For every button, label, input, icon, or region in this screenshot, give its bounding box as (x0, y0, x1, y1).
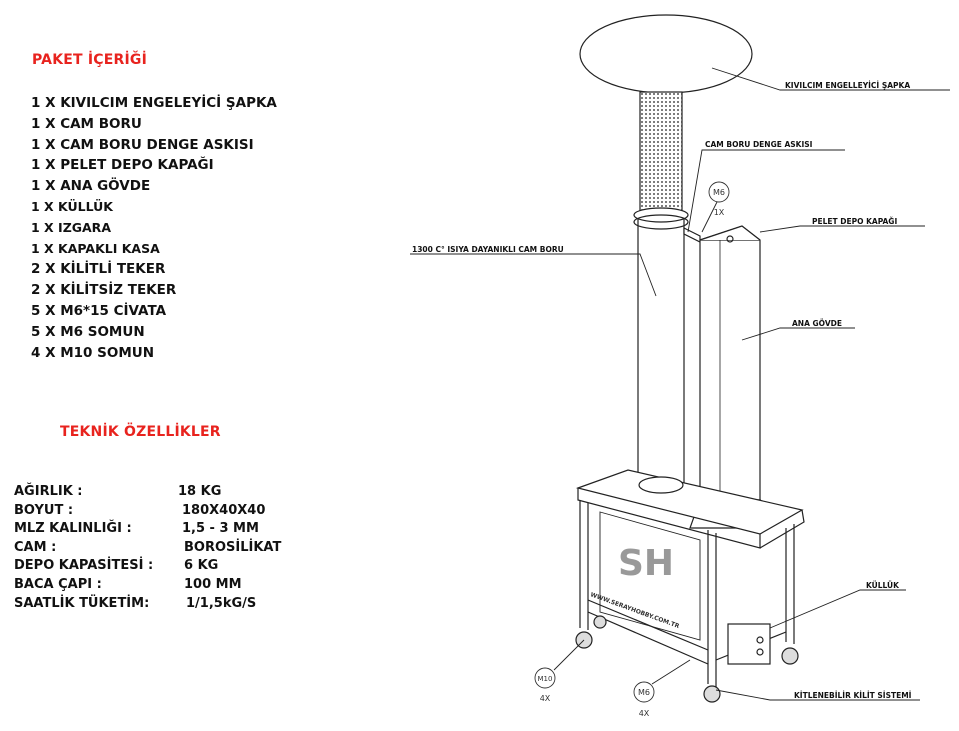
m6-bottom-qty: 4X (639, 709, 650, 718)
spec-value: 6 KG (184, 558, 219, 574)
spark-arrestor-cap (579, 14, 753, 94)
wheel (593, 615, 607, 629)
m10-label: M10 (538, 675, 553, 683)
package-item: 1 X PELET DEPO KAPAĞI (31, 157, 214, 174)
package-item: 1 X KAPAKLI KASA (31, 240, 160, 256)
spark-mesh (639, 91, 683, 213)
specs-heading: TEKNİK ÖZELLİKLER (60, 424, 221, 440)
spec-value: 180X40X40 (182, 502, 266, 518)
label-lock-system: KİTLENEBİLİR KİLİT SİSTEMİ (794, 691, 912, 700)
m6-top-label: M6 (713, 188, 725, 197)
m10-qty: 4X (540, 694, 551, 703)
label-hopper-lid: PELET DEPO KAPAĞI (812, 217, 897, 226)
spec-key: DEPO KAPASİTESİ : (14, 558, 154, 574)
stove-technical-drawing: SH WWW.SERAYHOBBY.COM.TR M6 1X M10 4X M6… (410, 14, 950, 718)
ash-tray (727, 623, 771, 665)
package-item: 1 X KÜLLÜK (31, 198, 113, 214)
spec-value: 18 KG (178, 484, 222, 499)
package-item: 5 X M6*15 CİVATA (31, 302, 167, 319)
package-item: 5 X M6 SOMUN (31, 323, 145, 340)
label-main-body: ANA GÖVDE (792, 319, 842, 328)
spec-key: MLZ KALINLIĞI : (14, 521, 132, 537)
package-item: 4 X M10 SOMUN (31, 344, 155, 361)
package-item: 1 X IZGARA (31, 219, 111, 235)
package-item: 2 X KİLİTLİ TEKER (31, 261, 166, 278)
package-item: 1 X CAM BORU DENGE ASKISI (31, 136, 254, 153)
wheel (703, 685, 721, 703)
spec-key: BACA ÇAPI : (14, 576, 102, 592)
label-glass-pipe: 1300 C° ISIYA DAYANIKLI CAM BORU (412, 245, 564, 254)
package-list: 1 X KIVILCIM ENGELEYİCİ ŞAPKA 1 X CAM BO… (31, 93, 277, 363)
main-body (699, 225, 761, 501)
package-item: 2 X KİLİTSİZ TEKER (31, 282, 177, 299)
m6-bottom-bubble (633, 681, 655, 703)
spec-key: AĞIRLIK : (14, 484, 83, 499)
package-item: 1 X CAM BORU (31, 115, 142, 132)
m6-bottom-label: M6 (638, 688, 650, 697)
spec-key: BOYUT : (14, 502, 74, 518)
label-ash-tray: KÜLLÜK (866, 581, 900, 590)
spec-value: 1,5 - 3 MM (182, 521, 259, 537)
package-heading: PAKET İÇERİĞİ (32, 52, 147, 68)
wheel (781, 647, 799, 665)
spec-value: 1/1,5kG/S (186, 595, 257, 611)
info-panel: PAKET İÇERİĞİ 1 X KIVILCIM ENGELEYİCİ ŞA… (0, 0, 390, 731)
spec-key: CAM : (14, 539, 57, 555)
spec-value: 100 MM (184, 576, 242, 592)
glass-pipe (637, 211, 685, 489)
brand-logo: SH (618, 543, 674, 584)
m6-top-qty: 1X (714, 208, 725, 217)
spec-key: SAATLİK TÜKETİM: (14, 595, 150, 611)
m6-top-bubble (708, 181, 730, 203)
package-item: 1 X KIVILCIM ENGELEYİCİ ŞAPKA (31, 95, 277, 111)
table-top (575, 469, 804, 535)
spec-value: BOROSİLİKAT (184, 539, 282, 555)
package-item: 1 X ANA GÖVDE (31, 178, 151, 195)
glass-pipe-hanger (683, 227, 701, 243)
label-glass-hanger: CAM BORU DENGE ASKISI (705, 140, 813, 149)
label-cap: KIVILCIM ENGELLEYİCİ ŞAPKA (785, 81, 910, 90)
m10-bubble (534, 667, 556, 689)
